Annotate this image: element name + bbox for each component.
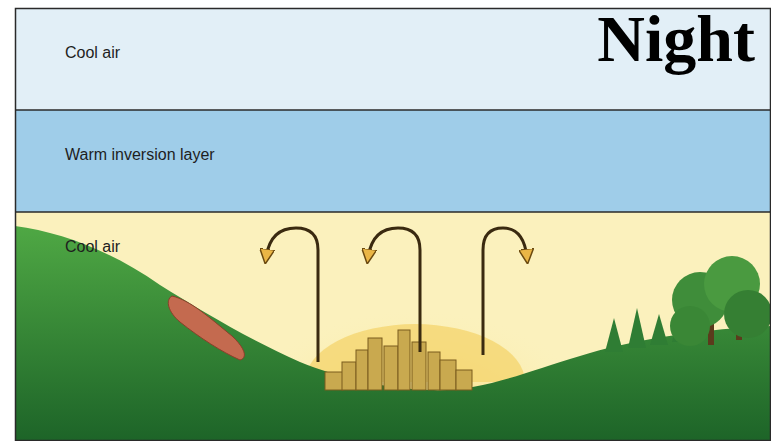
inversion-band: Warm inversion layer [15,110,771,212]
air-band: Cool air [15,212,771,441]
diagram-frame [16,9,771,441]
diagram-title: Night [597,6,755,72]
band-label: Warm inversion layer [65,146,771,164]
band-label: Cool air [65,238,771,256]
